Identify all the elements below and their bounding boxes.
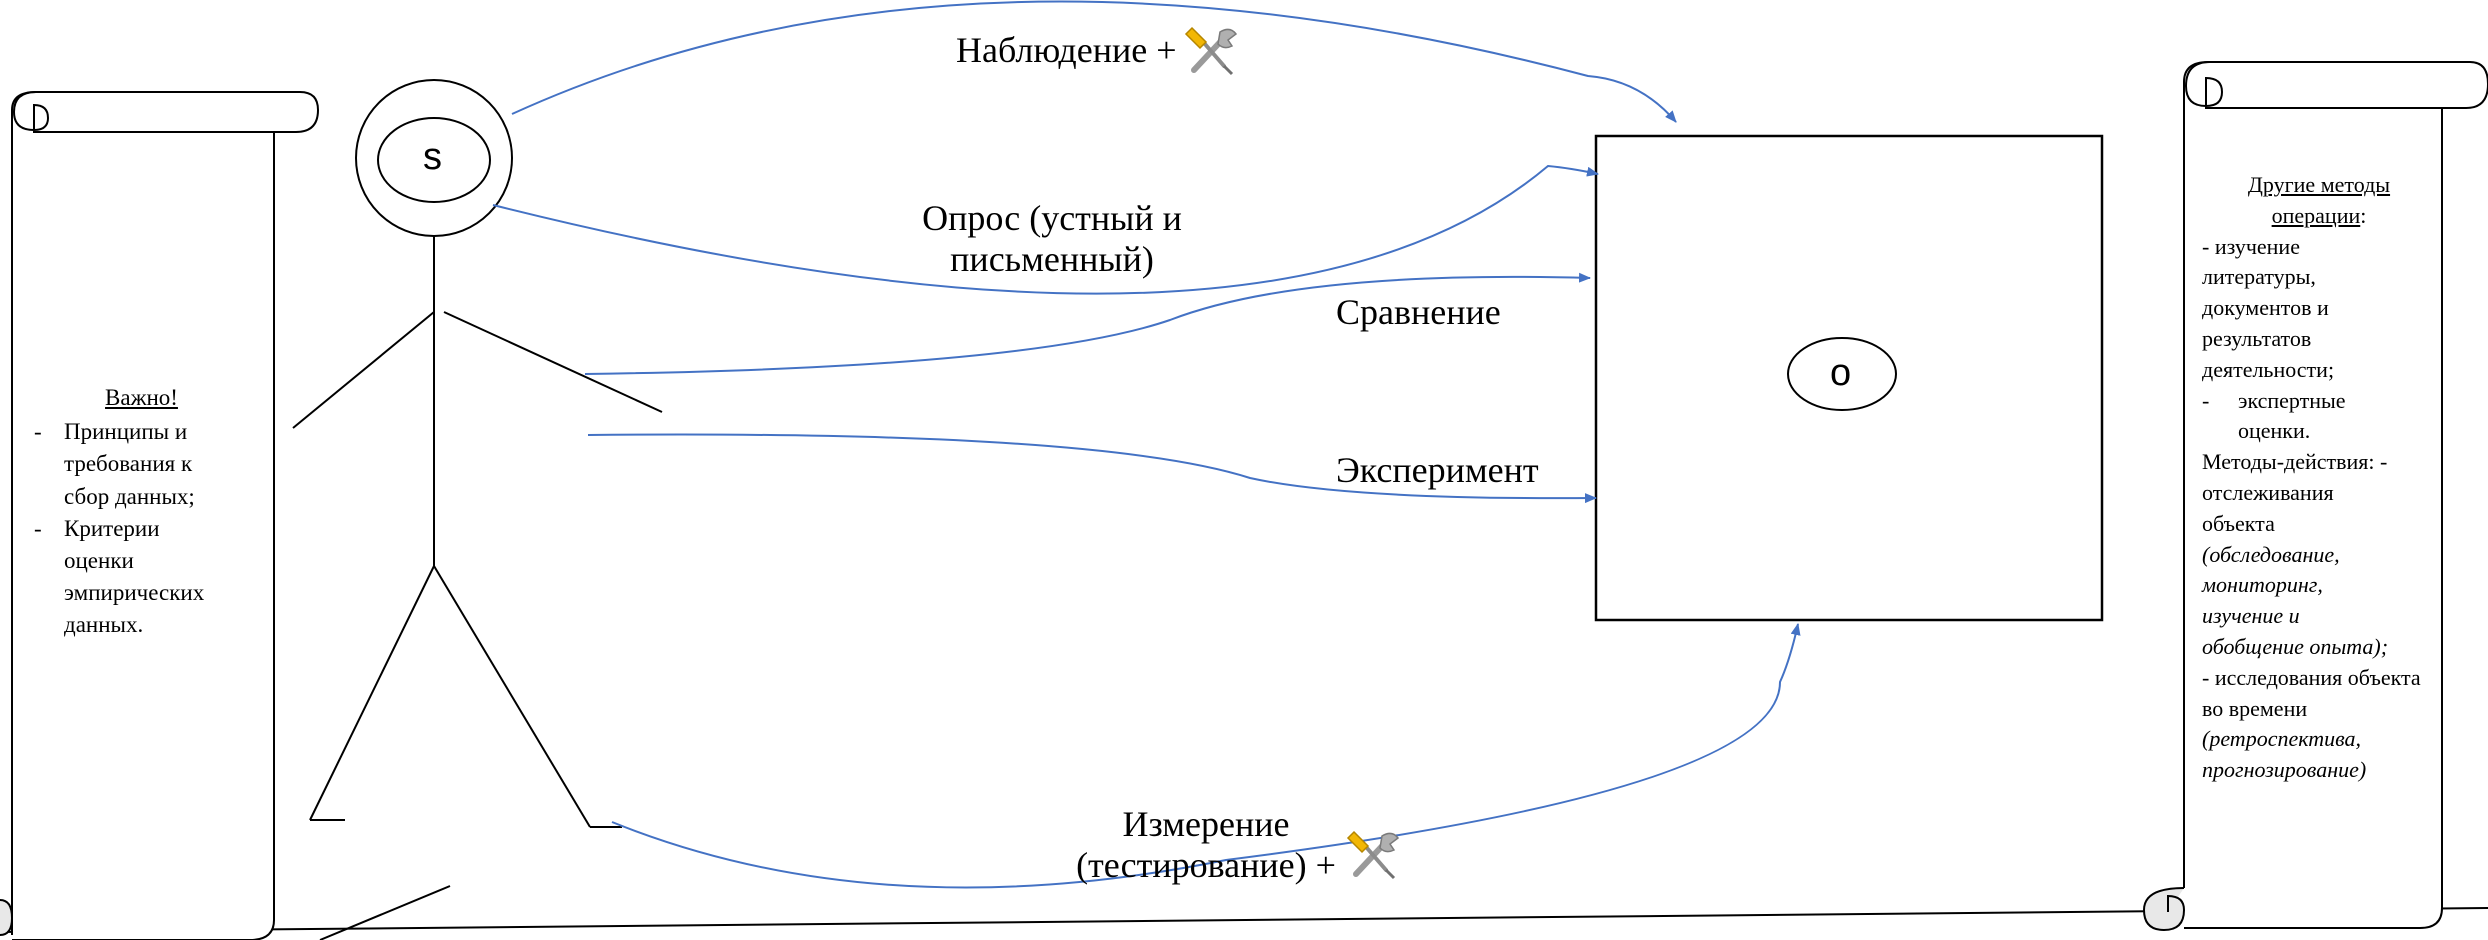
- arrow-survey: [492, 164, 1599, 295]
- figure-right-leg: [433, 565, 591, 828]
- figure-left-leg: [309, 565, 435, 821]
- survey-label: Опрос (устный и письменный): [922, 198, 1182, 280]
- figure-right-arm: [443, 311, 663, 413]
- left-scroll-content: Важно! Принципы и требования к сбор данн…: [34, 382, 249, 642]
- ground-line: [0, 907, 2488, 933]
- left-scroll-title: Важно!: [105, 385, 178, 410]
- experiment-label: Эксперимент: [1336, 450, 1539, 490]
- list-item: экспертные оценки.: [2202, 386, 2388, 448]
- right-scroll-content: Другие методы операции: - изучение литер…: [2202, 170, 2428, 786]
- right-scroll-line1: - изучение литературы, документов и резу…: [2202, 233, 2335, 382]
- left-scroll-list: Принципы и требования к сбор данных; Кри…: [34, 416, 249, 641]
- object-circle: [1787, 337, 1897, 411]
- list-item: Принципы и требования к сбор данных;: [34, 416, 214, 513]
- arrow-experiment: [587, 433, 1597, 504]
- stick-figure: [292, 79, 663, 940]
- comparison-label: Сравнение: [1336, 292, 1501, 332]
- right-scroll-bullets: экспертные оценки.: [2202, 386, 2428, 448]
- tools-icon: [1184, 22, 1242, 85]
- stray-line: [319, 885, 451, 940]
- arrow-observation: [511, 0, 1677, 123]
- observation-label: Наблюдение +: [956, 30, 1177, 70]
- subject-inner-circle: [377, 117, 491, 203]
- tools-icon-2: [1346, 826, 1404, 889]
- object-label: o: [1830, 352, 1852, 394]
- measurement-label: Измерение (тестирование) +: [1076, 804, 1336, 886]
- arrow-comparison: [584, 272, 1591, 375]
- right-scroll-actions: Методы-действия: - отслеживания объекта …: [2202, 449, 2389, 659]
- right-scroll-line2: - исследования объекта во времени (ретро…: [2202, 664, 2421, 783]
- list-item: Критерии оценки эмпирических данных.: [34, 513, 214, 642]
- subject-label: s: [423, 136, 442, 178]
- right-scroll-title: Другие методы операции:: [2247, 172, 2391, 228]
- figure-left-arm: [292, 311, 435, 429]
